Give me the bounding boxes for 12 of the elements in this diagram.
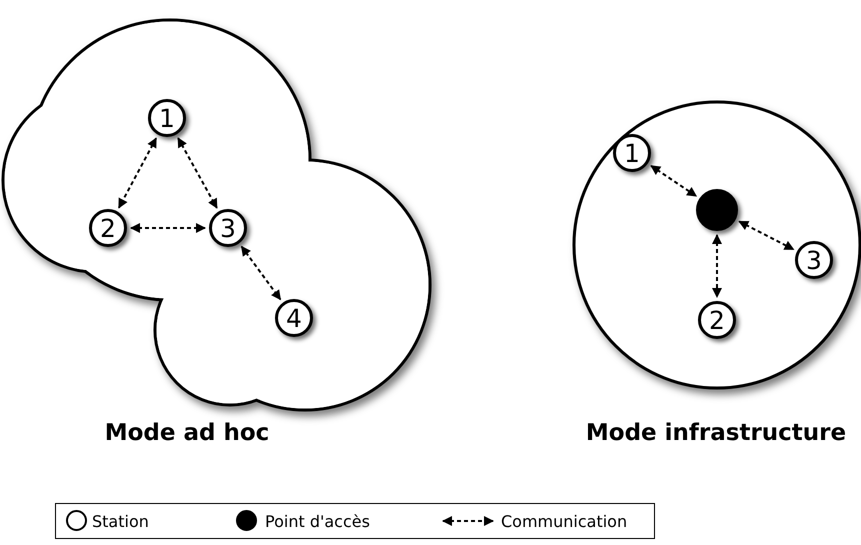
communication-arrow [118,137,158,209]
communication-arrow [177,137,218,209]
mode-title: Mode infrastructure [586,420,846,446]
communication-arrow [738,220,794,250]
communication-arrow [240,246,282,300]
communication-arrow [130,223,206,233]
legend-label: Station [92,512,149,531]
communication-arrow [712,234,722,298]
communication-arrow [650,164,698,197]
mode-title: Mode ad hoc [104,420,270,446]
legend-label: Point d'accès [265,512,370,531]
legend-label: Communication [501,512,628,531]
